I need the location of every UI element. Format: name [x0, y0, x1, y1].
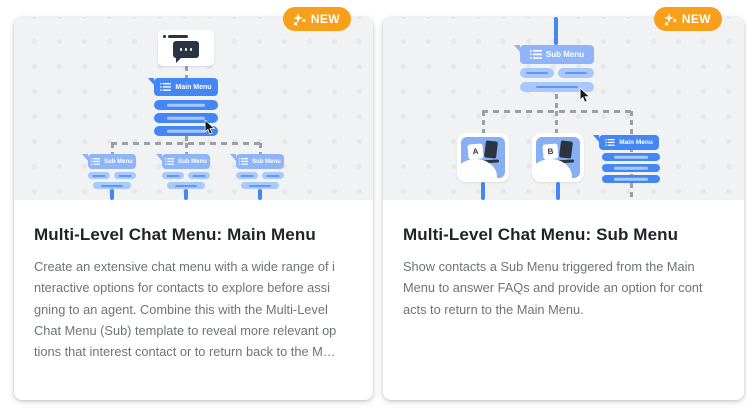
cursor-icon	[579, 88, 591, 103]
chat-window-icon	[158, 30, 214, 66]
menu-option-bar	[88, 172, 110, 179]
sub-menu-bubble: Sub Menu	[82, 154, 136, 169]
connector-line	[258, 189, 262, 200]
connector-dashed	[185, 143, 188, 154]
illustration-sub-menu: Sub Menu A	[383, 17, 744, 200]
list-icon	[529, 50, 542, 59]
new-badge: NEW	[653, 7, 722, 31]
menu-option-bar	[520, 68, 554, 78]
cursor-icon	[204, 120, 216, 135]
connector-line	[184, 189, 188, 200]
option-card-label: B	[542, 143, 559, 160]
menu-option-bar	[236, 172, 258, 179]
menu-option-bar	[558, 68, 594, 78]
chat-bubble-icon	[173, 41, 199, 63]
sub-menu-label: Sub Menu	[178, 158, 207, 165]
connector-dashed	[259, 143, 262, 154]
hand-holding-card-icon: B	[536, 137, 580, 178]
main-menu-label: Main Menu	[619, 139, 653, 146]
illustration-main-menu: Main Menu Sub Menu	[14, 17, 373, 200]
card-description: Show contacts a Sub Menu triggered from …	[403, 259, 703, 317]
connector-line	[110, 189, 114, 200]
list-icon	[239, 158, 249, 165]
connector-line	[554, 17, 558, 45]
menu-option-bar	[520, 82, 594, 92]
menu-option-bar	[167, 182, 205, 189]
connector-line	[481, 182, 485, 200]
menu-option-bar	[602, 175, 660, 183]
main-menu-bubble: Main Menu	[593, 135, 659, 150]
new-badge: NEW	[282, 7, 351, 31]
template-card-sub-menu[interactable]: NEW Sub Menu	[383, 7, 744, 400]
menu-option-bar	[602, 164, 660, 172]
menu-option-bar	[188, 172, 210, 179]
new-badge-label: NEW	[681, 12, 711, 26]
menu-option-bar	[154, 100, 218, 110]
connector-line	[556, 182, 560, 200]
card-title: Multi-Level Chat Menu: Main Menu	[34, 225, 316, 244]
menu-option-bar	[93, 182, 131, 189]
book-icon	[484, 140, 498, 159]
card-title: Multi-Level Chat Menu: Sub Menu	[403, 225, 679, 244]
menu-option-bar	[241, 182, 279, 189]
option-tile-a: A	[457, 133, 509, 182]
menu-option-bar	[114, 172, 136, 179]
option-tile-b: B	[532, 133, 584, 182]
sparkle-icon	[292, 12, 306, 26]
sub-menu-bubble: Sub Menu	[230, 154, 284, 169]
new-badge-label: NEW	[310, 12, 340, 26]
list-icon	[160, 83, 172, 91]
hand-holding-card-icon: A	[461, 137, 505, 178]
sub-menu-bubble: Sub Menu	[514, 45, 594, 64]
sub-menu-label: Sub Menu	[104, 158, 133, 165]
list-icon	[91, 158, 101, 165]
sub-menu-label: Sub Menu	[545, 50, 585, 59]
menu-option-bar	[162, 172, 184, 179]
template-card-main-menu[interactable]: NEW Main Menu	[14, 7, 373, 400]
main-menu-bubble: Main Menu	[148, 78, 218, 96]
connector-dashed	[185, 136, 188, 143]
menu-option-bar	[154, 126, 218, 136]
menu-option-bar	[602, 153, 660, 161]
sub-menu-label: Sub Menu	[252, 158, 281, 165]
option-card-label: A	[467, 143, 484, 160]
card-description: Create an extensive chat menu with a wid…	[34, 259, 337, 360]
sub-menu-bubble: Sub Menu	[156, 154, 210, 169]
main-menu-label: Main Menu	[175, 83, 212, 91]
menu-option-bar	[262, 172, 284, 179]
connector-dashed	[111, 143, 114, 154]
menu-option-bar	[154, 113, 218, 123]
connector-dashed	[185, 66, 188, 78]
connector-dashed	[555, 94, 558, 110]
list-icon	[165, 158, 175, 165]
connector-dashed	[555, 111, 558, 133]
connector-dashed	[482, 111, 485, 133]
window-address-bar	[168, 35, 188, 38]
list-icon	[605, 139, 615, 146]
sparkle-icon	[663, 12, 677, 26]
window-dot	[163, 35, 166, 38]
book-icon	[559, 140, 573, 159]
